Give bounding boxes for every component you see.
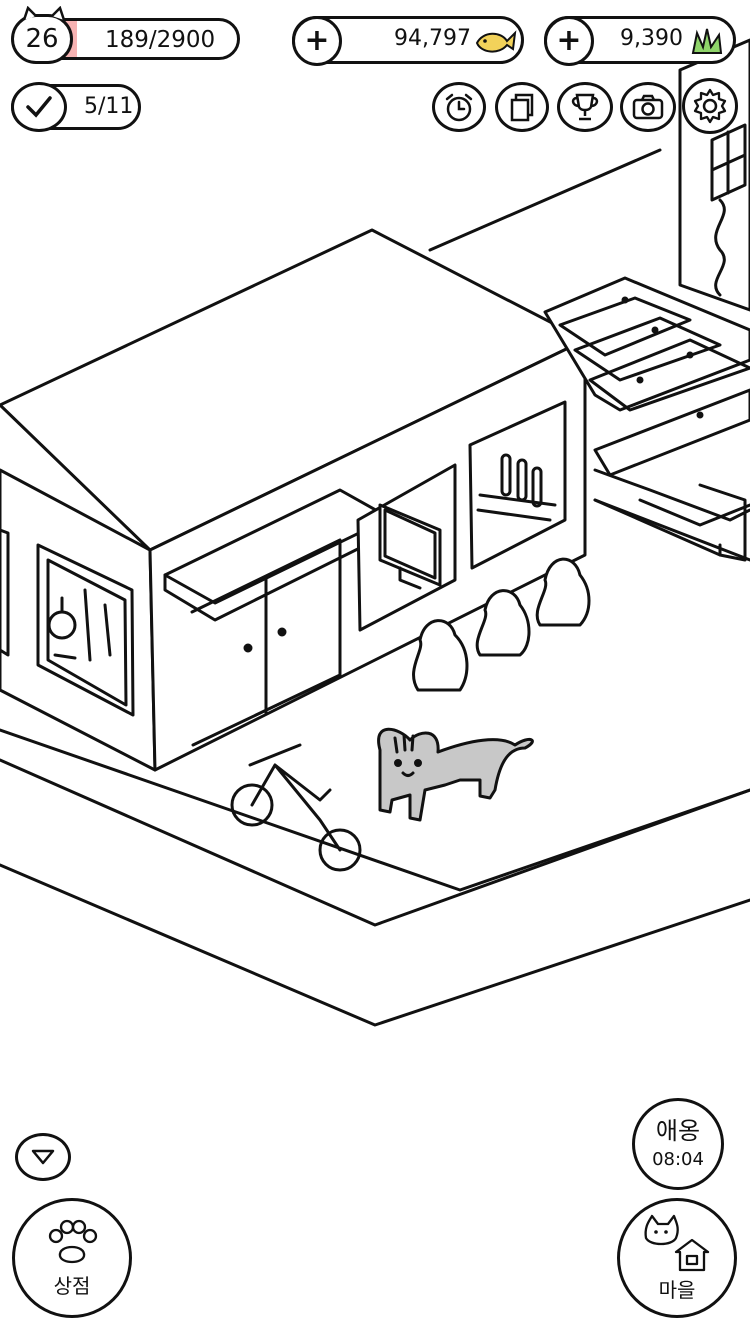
level-text: 26 bbox=[25, 24, 59, 54]
triangle-down-icon bbox=[31, 1149, 55, 1165]
shop-button[interactable]: 상점 bbox=[12, 1198, 132, 1318]
quest-check-button[interactable] bbox=[11, 82, 67, 132]
village-label: 마을 bbox=[658, 1277, 696, 1302]
fish-count: 94,797 bbox=[394, 26, 471, 51]
level-badge[interactable]: 26 bbox=[11, 5, 73, 64]
shop-building bbox=[0, 228, 587, 772]
alarm-clock-icon bbox=[445, 93, 473, 122]
add-fish-button[interactable]: + bbox=[292, 16, 342, 66]
fish-icon bbox=[473, 27, 517, 59]
checkmark-icon bbox=[26, 96, 52, 118]
trophy-button[interactable] bbox=[557, 82, 613, 132]
bicycle bbox=[230, 743, 362, 872]
cards-button[interactable] bbox=[495, 82, 549, 132]
player-timer-badge[interactable]: 애옹 08:04 bbox=[632, 1098, 724, 1190]
plus-icon: + bbox=[556, 23, 582, 58]
cat-ears-icon bbox=[18, 5, 70, 21]
paw-icon bbox=[48, 1219, 98, 1263]
camera-button[interactable] bbox=[620, 82, 676, 132]
village-button[interactable]: 마을 bbox=[617, 1198, 737, 1318]
player-name: 애옹 bbox=[655, 1117, 701, 1146]
cat-house-icon bbox=[644, 1214, 710, 1271]
trophy-icon bbox=[571, 93, 599, 121]
grass-count: 9,390 bbox=[620, 26, 683, 51]
grass-icon bbox=[689, 27, 725, 59]
ground-lot bbox=[0, 728, 750, 1027]
plus-icon: + bbox=[304, 23, 330, 58]
quest-text: 5/11 bbox=[84, 94, 134, 119]
camera-icon bbox=[632, 94, 664, 120]
cards-icon bbox=[510, 93, 534, 122]
settings-gear-icon bbox=[693, 88, 727, 124]
bushes bbox=[412, 557, 591, 692]
player-time: 08:04 bbox=[652, 1148, 704, 1170]
alarm-clock-button[interactable] bbox=[432, 82, 486, 132]
cat-character bbox=[377, 727, 534, 822]
collapse-button[interactable] bbox=[15, 1133, 71, 1181]
shop-label: 상점 bbox=[53, 1273, 91, 1298]
settings-button[interactable] bbox=[682, 78, 738, 134]
xp-text: 189/2900 bbox=[105, 27, 216, 53]
add-grass-button[interactable]: + bbox=[544, 16, 594, 66]
farm-field bbox=[543, 276, 750, 562]
